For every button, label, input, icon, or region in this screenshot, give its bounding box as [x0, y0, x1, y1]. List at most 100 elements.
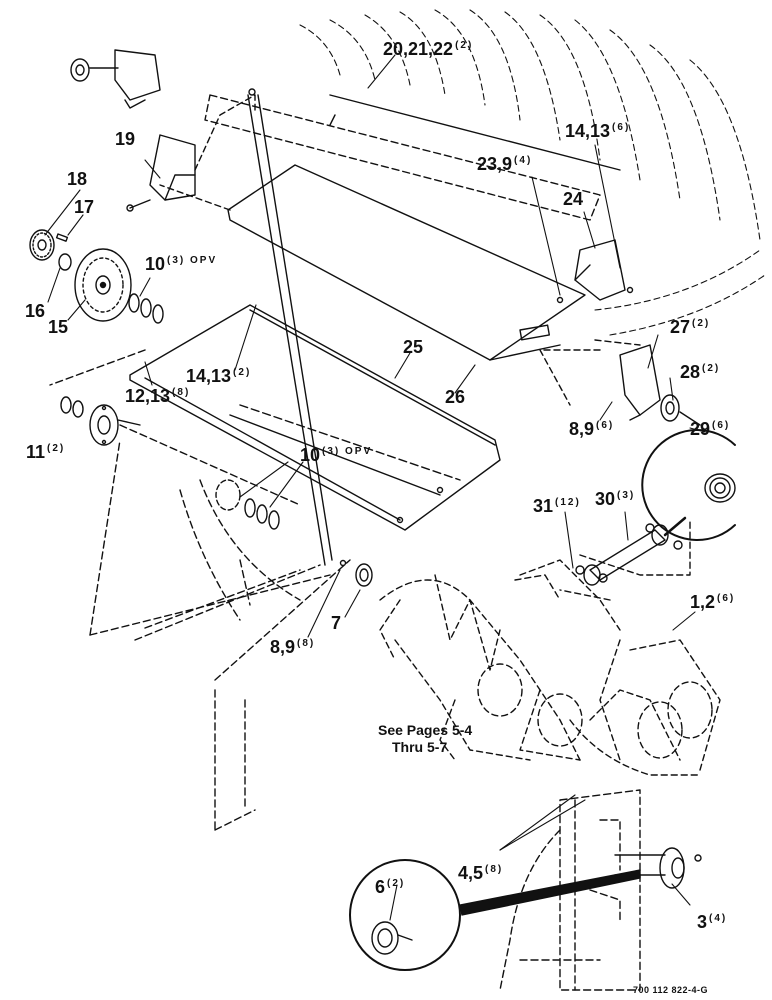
callout-8-9-right: 8,9(6): [569, 420, 614, 438]
callout-11: 11(2): [26, 443, 65, 461]
callout-qty: (6): [717, 593, 736, 604]
callout-10-upper: 10(3) OPV: [145, 255, 217, 273]
callout-text: 1,2: [690, 592, 716, 612]
callout-text: 27: [670, 317, 691, 337]
callout-text: 14,13: [565, 121, 611, 141]
callout-6: 6(2): [375, 878, 405, 896]
callout-qty: (2): [47, 443, 66, 454]
leader-lines: [44, 54, 706, 921]
callout-text: 31: [533, 496, 554, 516]
callout-qty: (8): [172, 387, 191, 398]
callout-14-13-lower: 14,13(2): [186, 367, 251, 385]
callout-10-lower: 10(3) OPV: [300, 446, 372, 464]
reference-note-line1: See Pages 5-4: [378, 722, 473, 738]
callout-3: 3(4): [697, 913, 727, 931]
callout-qty: (3) OPV: [167, 255, 218, 266]
callout-qty: (12): [555, 497, 581, 508]
sprocket-15: [74, 248, 132, 322]
callout-text: 10: [300, 445, 321, 465]
callout-7: 7: [331, 614, 343, 632]
callout-text: 18: [67, 169, 88, 189]
callout-text: 17: [74, 197, 95, 217]
rotor-assembly: [379, 559, 721, 776]
callout-24: 24: [563, 190, 585, 208]
callout-18: 18: [67, 170, 89, 188]
callout-31: 31(12): [533, 497, 581, 515]
callout-text: 15: [48, 317, 69, 337]
callout-qty: (8): [297, 638, 316, 649]
callout-text: 23,9: [477, 154, 513, 174]
callout-qty: (2): [233, 367, 252, 378]
callout-text: 4,5: [458, 863, 484, 883]
callout-text: 28: [680, 362, 701, 382]
callout-qty: (2): [455, 40, 474, 51]
callout-qty: (2): [692, 318, 711, 329]
callout-29: 29(6): [690, 420, 730, 438]
callout-text: 10: [145, 254, 166, 274]
callout-text: 16: [25, 301, 46, 321]
callout-20-21-22: 20,21,22(2): [383, 40, 473, 58]
callout-text: 24: [563, 189, 584, 209]
callout-28: 28(2): [680, 363, 720, 381]
callout-text: 7: [331, 613, 342, 633]
callout-8-9-left: 8,9(8): [270, 638, 315, 656]
bracket-19: [126, 94, 256, 212]
callout-23-9: 23,9(4): [477, 155, 532, 173]
vertical-rod: [247, 88, 333, 566]
bushing-7: [339, 559, 373, 587]
callout-qty: (4): [514, 155, 533, 166]
callout-text: 25: [403, 337, 424, 357]
callout-qty: (4): [709, 913, 728, 924]
callout-14-13-upper: 14,13(6): [565, 122, 630, 140]
callout-qty: (3) OPV: [322, 446, 373, 457]
figure-code: 700 112 822-4-G: [633, 985, 709, 995]
shaft-flange-3: [614, 847, 702, 889]
callout-text: 6: [375, 877, 386, 897]
background-tines: [299, 9, 766, 336]
detail-bushing-6: [349, 859, 641, 971]
callout-qty: (3): [617, 490, 636, 501]
washers-11: [60, 396, 84, 418]
callout-text: 29: [690, 419, 711, 439]
callout-qty: (6): [596, 420, 615, 431]
callout-25: 25: [403, 338, 425, 356]
callout-27: 27(2): [670, 318, 710, 336]
callout-16: 16: [25, 302, 47, 320]
callout-17: 17: [74, 198, 96, 216]
callout-text: 14,13: [186, 366, 232, 386]
callout-19: 19: [115, 130, 137, 148]
callout-30: 30(3): [595, 490, 635, 508]
callout-text: 26: [445, 387, 466, 407]
lower-housing: [499, 789, 641, 991]
callout-text: 8,9: [569, 419, 595, 439]
callout-4-5: 4,5(8): [458, 864, 503, 882]
shield-26: [159, 164, 586, 361]
callout-qty: (6): [612, 122, 631, 133]
callout-1-2: 1,2(6): [690, 593, 735, 611]
callout-qty: (6): [712, 420, 731, 431]
callout-text: 11: [26, 442, 46, 462]
callout-text: 8,9: [270, 637, 296, 657]
left-frame: [49, 349, 351, 831]
detail-bearing-29: [641, 429, 736, 541]
reference-note-line2: Thru 5-7: [392, 739, 448, 755]
callout-text: 19: [115, 129, 136, 149]
callout-text: 3: [697, 912, 708, 932]
shield-25: [129, 304, 501, 531]
washers-10-upper: [128, 293, 164, 324]
callout-qty: (8): [485, 864, 504, 875]
callout-text: 12,13: [125, 386, 171, 406]
idler-arm-30: [575, 519, 691, 586]
flange-bearing-28: [660, 394, 701, 426]
bracket-24: [556, 239, 634, 304]
callout-text: 20,21,22: [383, 39, 454, 59]
callout-15: 15: [48, 318, 70, 336]
callout-12-13: 12,13(8): [125, 387, 190, 405]
reference-note: See Pages 5-4 Thru 5-7: [378, 722, 472, 756]
flange-bearing-left: [89, 404, 141, 446]
bracket-27: [539, 339, 661, 421]
callout-text: 30: [595, 489, 616, 509]
upper-left-bracket: [70, 49, 161, 109]
callout-26: 26: [445, 388, 467, 406]
